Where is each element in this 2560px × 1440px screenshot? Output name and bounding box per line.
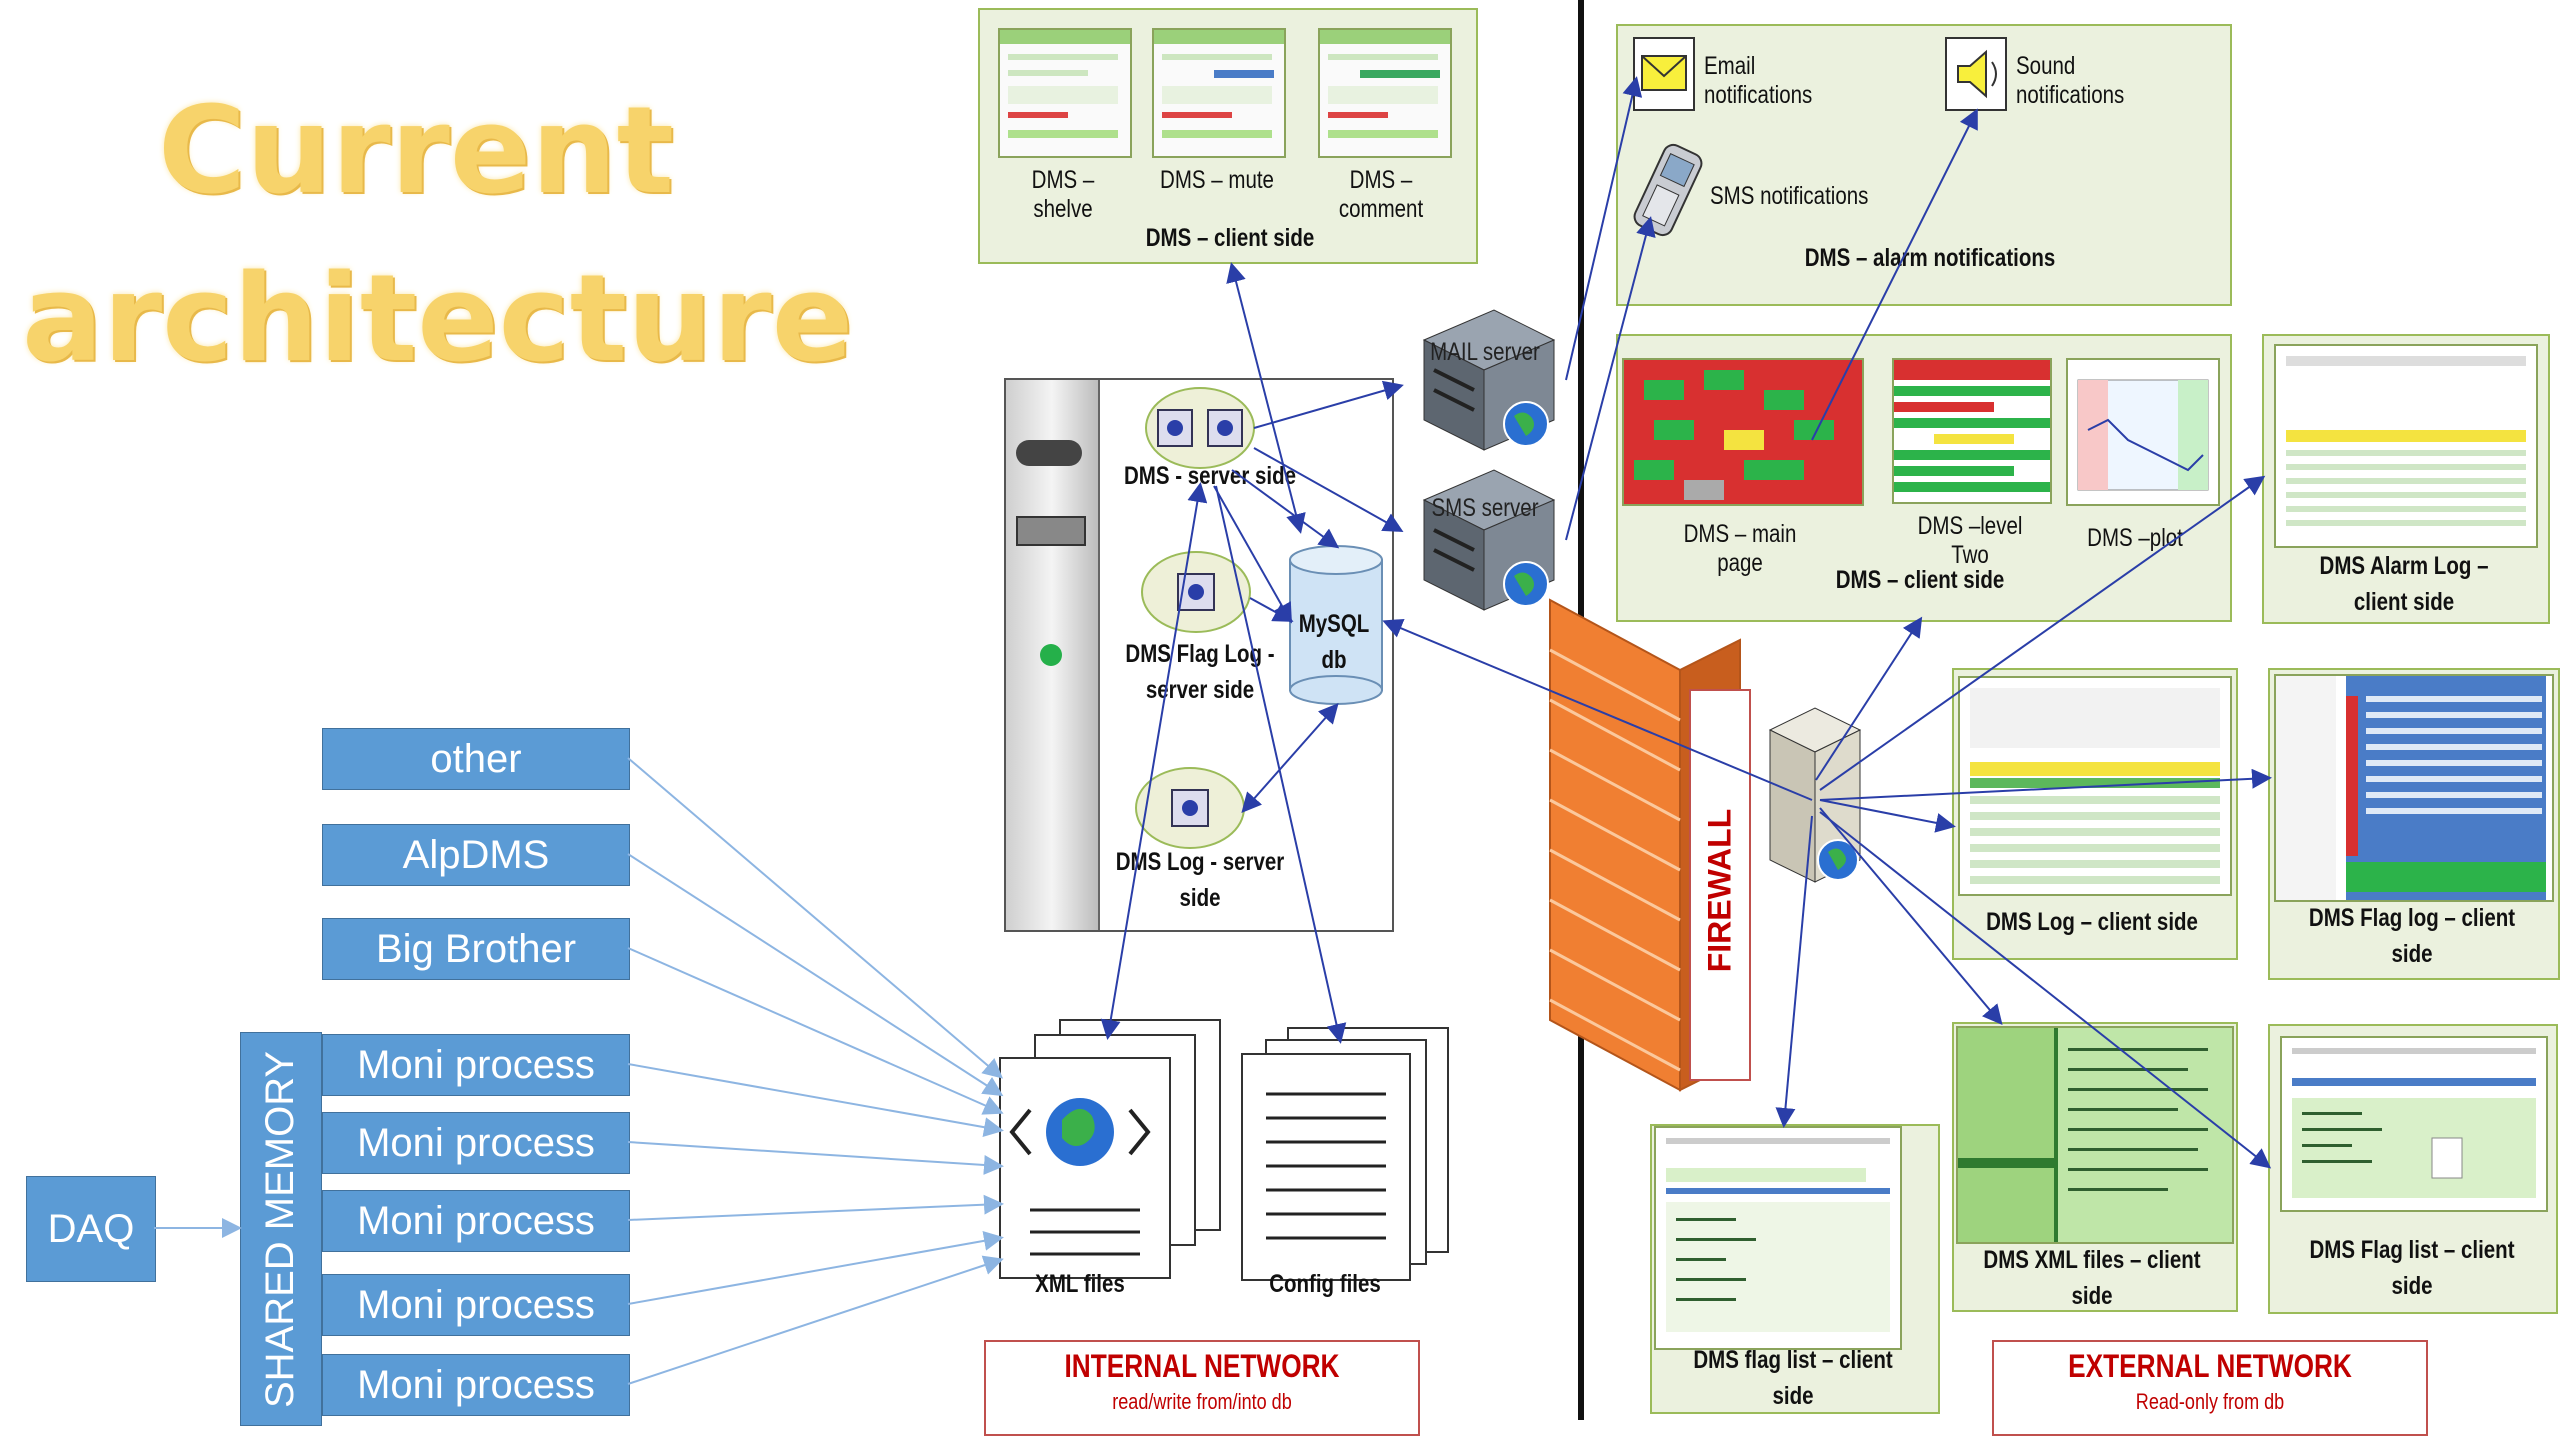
- internal-network-box: INTERNAL NETWORK read/write from/into db: [984, 1340, 1420, 1436]
- arrow-moni-1: [627, 1063, 1004, 1138]
- xml-files-client-label1: DMS XML files – client: [1983, 1246, 2201, 1274]
- daq-box: DAQ: [26, 1176, 156, 1282]
- thumb-comment: [1318, 28, 1452, 158]
- alarm-log-label1: DMS Alarm Log –: [2319, 552, 2489, 580]
- moni-process-5: Moni process: [322, 1354, 630, 1416]
- thumb-flag-list-right: [2280, 1036, 2548, 1212]
- sms-notifications-label: SMS notifications: [1710, 182, 1869, 210]
- arrow-moni-4: [627, 1230, 1004, 1305]
- moni-process-2: Moni process: [322, 1112, 630, 1174]
- thumb-flag-log: [2274, 674, 2554, 902]
- arrow-moni-2: [627, 1141, 1004, 1175]
- shared-memory: SHARED MEMORY: [240, 1032, 322, 1426]
- source-alpdms: AlpDMS: [322, 824, 630, 886]
- moni-process-4: Moni process: [322, 1274, 630, 1336]
- email-icon: [1633, 37, 1695, 111]
- flag-list-client-right-label1: DMS Flag list – client: [2309, 1236, 2515, 1264]
- arrow-sms-to-phone: [1565, 216, 1656, 541]
- thumb-plot-label: DMS –plot: [2087, 524, 2183, 552]
- mysql-db-icon: [1289, 545, 1383, 705]
- alarm-notifications-caption: DMS – alarm notifications: [1804, 244, 2056, 272]
- internal-network-title: INTERNAL NETWORK: [1064, 1348, 1340, 1384]
- source-other: other: [322, 728, 630, 790]
- slide-title-line1: Current: [158, 82, 675, 221]
- arrow-server-to-mail: [1253, 380, 1404, 429]
- sound-icon: [1945, 37, 2007, 111]
- flag-log-client-label2: side: [2391, 940, 2433, 968]
- xml-files-label: XML files: [1035, 1270, 1125, 1298]
- flag-list-client-left-label2: side: [1772, 1382, 1814, 1410]
- arrow-web-to-alarm-log: [1819, 475, 2266, 791]
- arrow-alpdms: [627, 853, 1004, 1097]
- source-big-brother: Big Brother: [322, 918, 630, 980]
- arrow-server-to-xml: [1100, 482, 1208, 1040]
- sound-notifications-label: Sound notifications: [2016, 52, 2125, 109]
- mysql-label2: db: [1321, 646, 1347, 674]
- arrow-other: [627, 757, 1004, 1079]
- arrow-flaglog-to-mysql: [1249, 597, 1294, 622]
- arrow-moni-3: [627, 1194, 1004, 1221]
- external-network-box: EXTERNAL NETWORK Read-only from db: [1992, 1340, 2428, 1436]
- arrow-server-to-sms: [1253, 447, 1404, 532]
- sms-server-icon: [1422, 469, 1556, 611]
- arrow-web-to-flag-list-right: [1819, 811, 2272, 1169]
- external-network-subtitle: Read-only from db: [2135, 1389, 2285, 1414]
- config-files-icon: [1241, 1027, 1449, 1281]
- arrow-log-to-mysql: [1241, 703, 1339, 813]
- config-files-label: Config files: [1269, 1270, 1381, 1298]
- thumb-plot: [2066, 358, 2220, 506]
- arrow-server-to-mysql: [1231, 469, 1340, 549]
- arrow-web-to-xml-client: [1819, 807, 2003, 1026]
- firewall-icon: [1549, 598, 1751, 1092]
- thumb-shelve-label: DMS – shelve: [1031, 166, 1095, 223]
- email-notifications-label: Email notifications: [1704, 52, 1813, 109]
- client-panel-top-caption: DMS – client side: [1145, 224, 1315, 252]
- arrow-server-to-config: [1215, 485, 1347, 1044]
- arrow-web-to-client-main: [1815, 616, 1923, 781]
- mail-server-icon: [1422, 309, 1556, 451]
- sms-server-label: SMS server: [1431, 494, 1539, 522]
- thumb-alarm-log: [2274, 344, 2538, 548]
- thumb-main-page-label: DMS – main page: [1683, 520, 1797, 577]
- arrow-web-to-dms-log: [1819, 799, 1956, 833]
- arrow-web-to-sound: [1811, 108, 1978, 441]
- client-panel-main-caption: DMS – client side: [1835, 566, 2005, 594]
- arrow-web-to-flag-log: [1819, 768, 2272, 801]
- xml-files-client-label2: side: [2071, 1282, 2113, 1310]
- thumb-level-two-label: DMS –level Two: [1917, 512, 2023, 569]
- flag-log-client-label1: DMS Flag log – client: [2308, 904, 2516, 932]
- arrow-server-to-mysql-2: [1213, 485, 1292, 624]
- arrow-mail-to-email: [1565, 76, 1643, 381]
- thumb-xml-files: [1956, 1026, 2234, 1244]
- alarm-notifications-panel: [1616, 24, 2232, 306]
- thumb-mute: [1152, 28, 1286, 158]
- thumb-comment-label: DMS –comment: [1338, 166, 1424, 223]
- arrow-bigbrother: [627, 947, 1004, 1115]
- flag-list-client-left-label1: DMS flag list – client: [1693, 1346, 1893, 1374]
- xml-files-icon: [999, 1019, 1221, 1279]
- thumb-level-two: [1892, 358, 2052, 504]
- arrow-server-to-client-top: [1226, 262, 1306, 534]
- moni-process-3: Moni process: [322, 1190, 630, 1252]
- arrow-moni-5: [627, 1255, 1004, 1385]
- thumb-shelve: [998, 28, 1132, 158]
- dms-log-client-label: DMS Log – client side: [1986, 908, 2198, 936]
- moni-process-1: Moni process: [322, 1034, 630, 1096]
- mysql-label1: MySQL: [1298, 610, 1370, 638]
- slide-title-line2: architecture: [22, 250, 854, 389]
- external-network-title: EXTERNAL NETWORK: [2068, 1348, 2352, 1384]
- thumb-main-page: [1622, 358, 1864, 506]
- flag-list-client-right-label2: side: [2391, 1272, 2433, 1300]
- internal-network-subtitle: read/write from/into db: [1112, 1389, 1292, 1414]
- arrow-web-to-mysql: [1382, 618, 1813, 801]
- alarm-log-label2: client side: [2353, 588, 2455, 616]
- web-server-icon: [1768, 707, 1862, 883]
- thumb-flag-list-left: [1654, 1126, 1902, 1350]
- mail-server-label: MAIL server: [1430, 338, 1540, 366]
- arrow-web-to-flag-list-left: [1775, 815, 1813, 1128]
- thumb-mute-label: DMS – mute: [1160, 166, 1274, 194]
